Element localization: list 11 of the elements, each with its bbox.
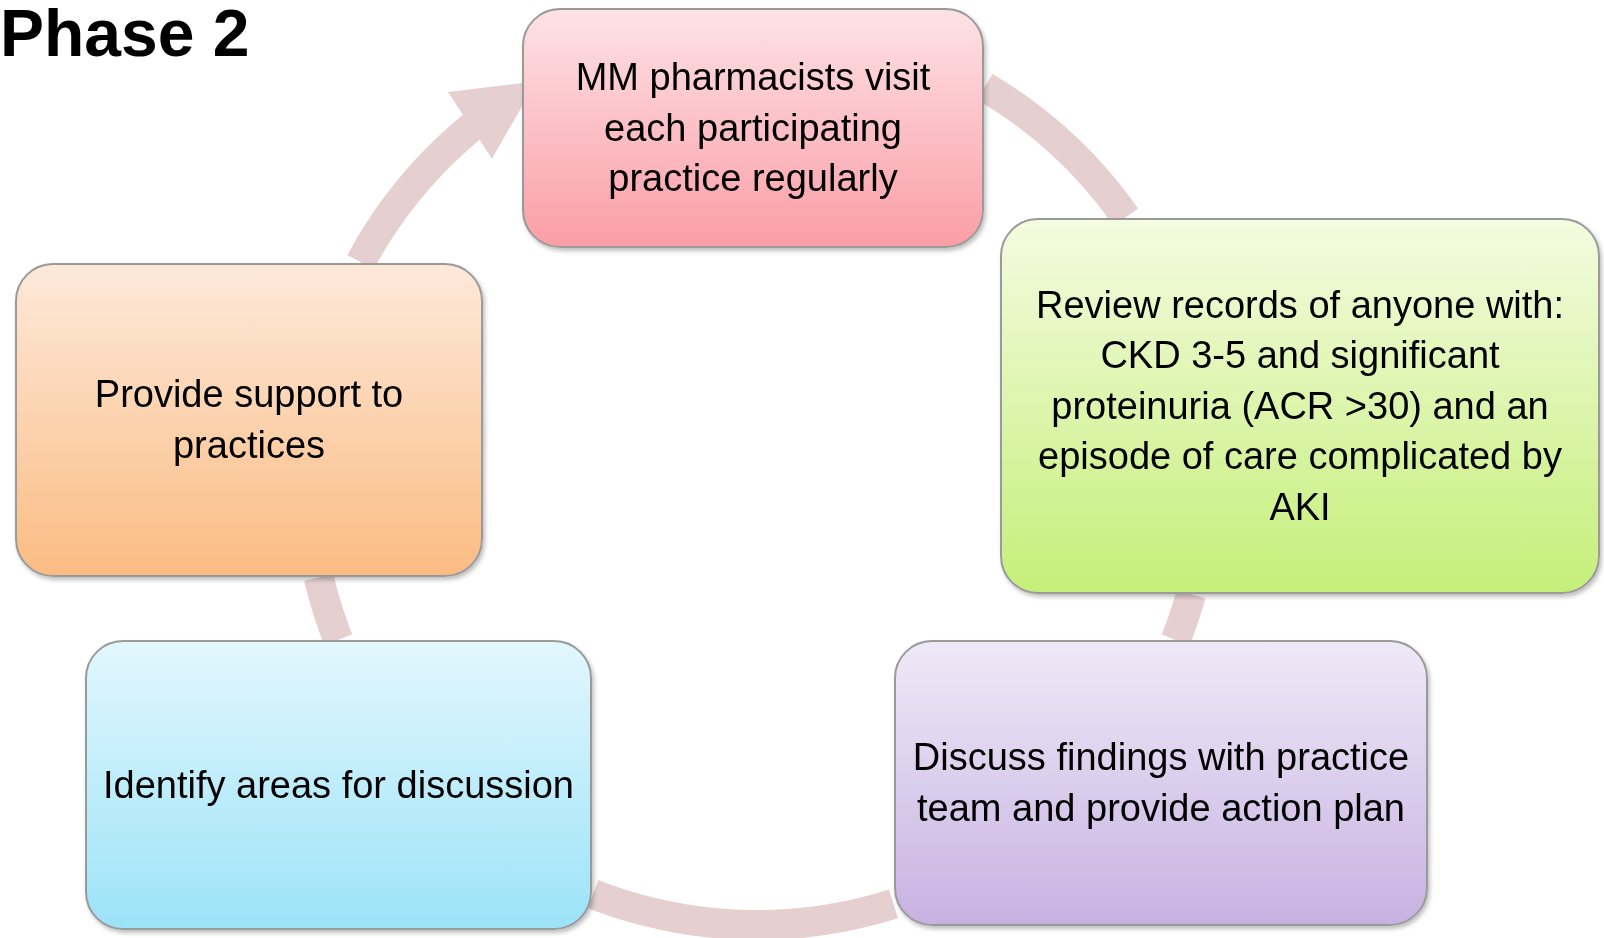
process-box [85, 640, 592, 930]
step-text: Discuss findings with practice team and provide action plan [911, 735, 1411, 831]
step-text: Provide support to practices [93, 372, 405, 468]
process-box [522, 8, 984, 248]
process-box [1000, 218, 1600, 594]
step-text: Review records of anyone with: CKD 3-5 and significant proteinuria (ACR >30) and an episode of care complicated by AKI [1035, 282, 1565, 530]
step-text: MM pharmacists visit each participating practice regularly [574, 55, 932, 202]
process-box [894, 640, 1428, 926]
step-text: Identify areas for discussion [102, 762, 575, 808]
title: Phase 2 [0, 0, 250, 66]
process-box [15, 263, 483, 577]
